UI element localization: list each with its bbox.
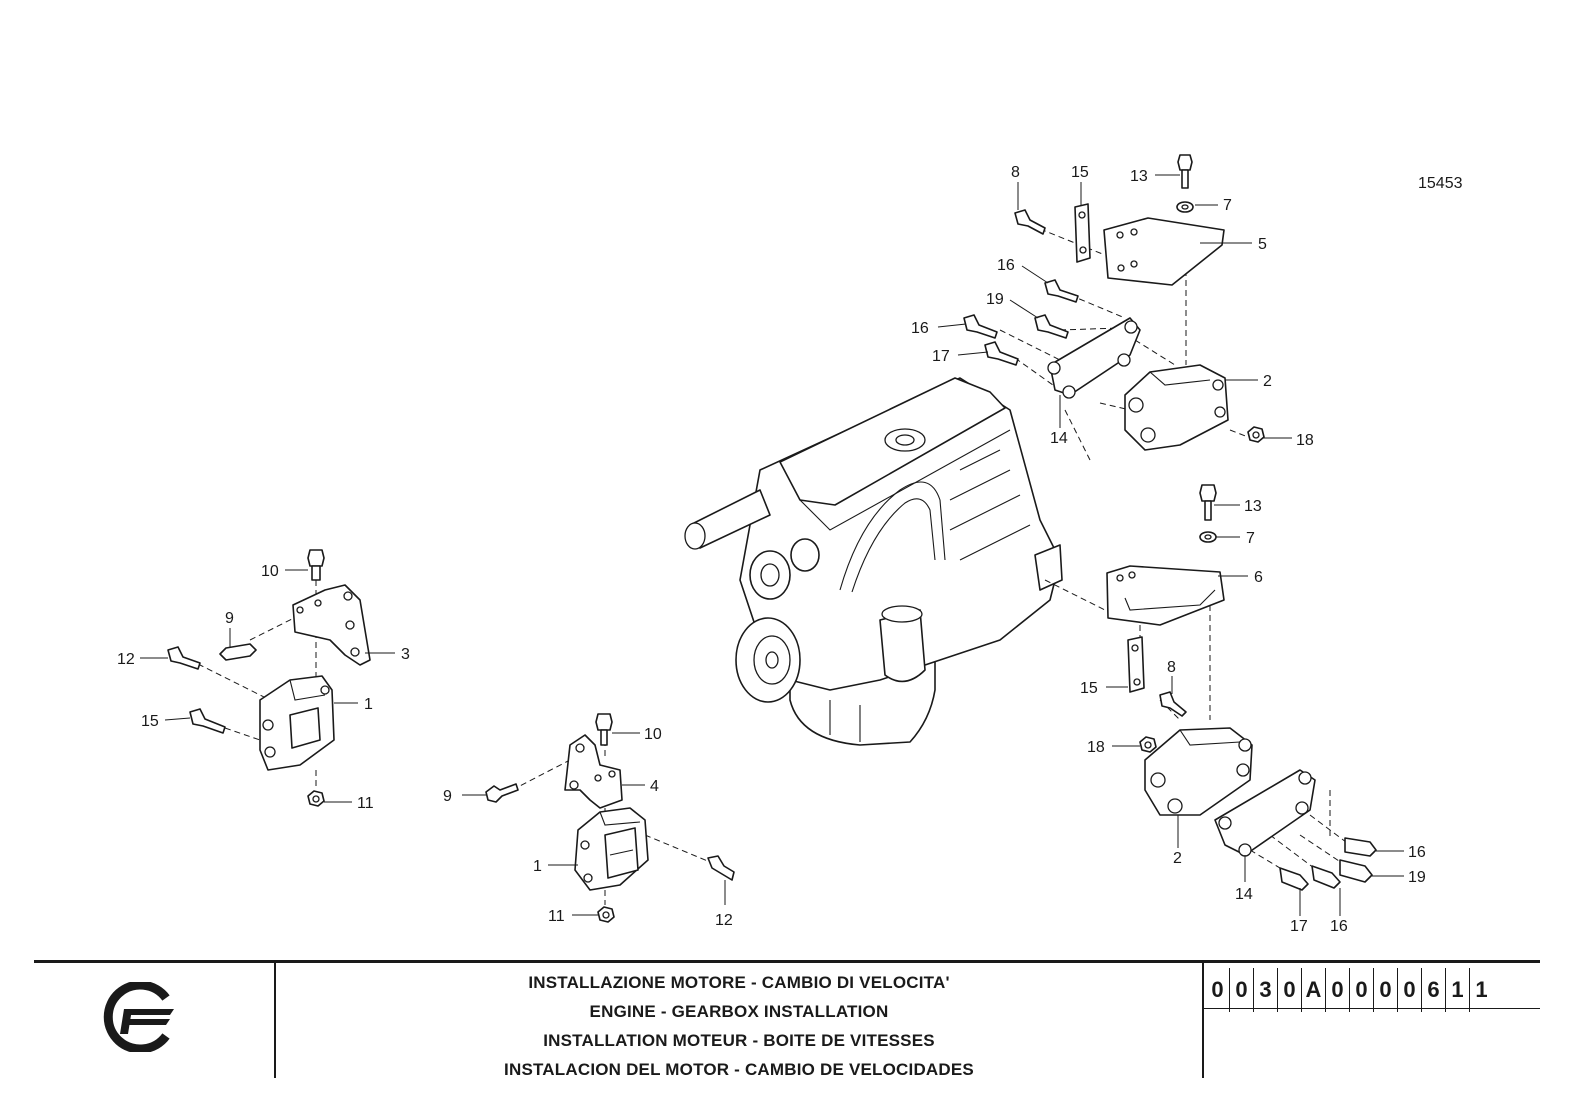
code-char: 0 — [1374, 968, 1398, 1012]
callout-1: 1 — [364, 696, 373, 713]
callout-1: 1 — [533, 858, 542, 875]
code-char: 1 — [1446, 968, 1470, 1012]
callout-15: 15 — [141, 713, 159, 730]
code-underline — [1204, 1008, 1540, 1009]
title-spanish: INSTALACION DEL MOTOR - CAMBIO DE VELOCI… — [504, 1060, 974, 1079]
code-char: 1 — [1475, 977, 1488, 1002]
callout-14: 14 — [1050, 430, 1068, 447]
callout-leaders — [140, 174, 1404, 916]
callout-10: 10 — [261, 563, 279, 580]
callout-17: 17 — [1290, 918, 1308, 935]
center-mount-assembly — [485, 713, 735, 923]
title-block-divider — [274, 960, 276, 1078]
title-english: ENGINE - GEARBOX INSTALLATION — [589, 1002, 889, 1021]
callout-15: 15 — [1080, 680, 1098, 697]
callout-16: 16 — [997, 257, 1015, 274]
code-char: 0 — [1206, 968, 1230, 1012]
drawing-number: 15453 — [1418, 175, 1463, 192]
callout-11: 11 — [357, 795, 374, 812]
callout-16: 16 — [1408, 844, 1426, 861]
part-code: 0 0 3 0 A 0 0 0 0 6 1 1 — [1206, 968, 1493, 1014]
code-char: 0 — [1230, 968, 1254, 1012]
callout-4: 4 — [650, 778, 659, 795]
title-block-divider — [1202, 960, 1204, 1078]
callout-18: 18 — [1296, 432, 1314, 449]
title-block: INSTALLAZIONE MOTORE - CAMBIO DI VELOCIT… — [34, 960, 1540, 1080]
callout-11: 11 — [548, 908, 565, 925]
code-char: 6 — [1422, 968, 1446, 1012]
callout-9: 9 — [443, 788, 452, 805]
callout-16: 16 — [911, 320, 929, 337]
callout-19: 19 — [986, 291, 1004, 308]
title-block-border — [34, 960, 1540, 963]
callout-labels-top: 8 15 13 7 5 16 19 16 17 2 14 18 — [911, 164, 1314, 449]
callout-16: 16 — [1330, 918, 1348, 935]
code-char: 0 — [1350, 968, 1374, 1012]
right-mount-assembly — [1044, 484, 1377, 891]
callout-2: 2 — [1263, 373, 1272, 390]
callout-10: 10 — [644, 726, 662, 743]
callout-8: 8 — [1167, 659, 1176, 676]
code-char: 0 — [1278, 968, 1302, 1012]
callout-12: 12 — [117, 651, 135, 668]
callout-labels-right: 13 7 6 15 8 18 2 14 16 19 17 16 — [1080, 498, 1426, 935]
callout-labels-left: 10 9 3 12 1 15 11 — [117, 563, 410, 812]
callout-8: 8 — [1011, 164, 1020, 181]
code-char: A — [1302, 968, 1326, 1012]
code-char: 3 — [1254, 968, 1278, 1012]
callout-19: 19 — [1408, 869, 1426, 886]
callout-labels-center: 10 4 9 1 11 12 — [443, 726, 733, 929]
callout-6: 6 — [1254, 569, 1263, 586]
code-char: 0 — [1398, 968, 1422, 1012]
callout-2: 2 — [1173, 850, 1182, 867]
title-italian: INSTALLAZIONE MOTORE - CAMBIO DI VELOCIT… — [528, 973, 950, 992]
exploded-parts-diagram: 15 4 5 3 — [117, 154, 1463, 935]
callout-15: 15 — [1071, 164, 1089, 181]
callout-14: 14 — [1235, 886, 1253, 903]
title-list: INSTALLAZIONE MOTORE - CAMBIO DI VELOCIT… — [276, 968, 1202, 1084]
callout-7: 7 — [1246, 530, 1255, 547]
callout-17: 17 — [932, 348, 950, 365]
callout-3: 3 — [401, 646, 410, 663]
callout-7: 7 — [1223, 197, 1232, 214]
callout-13: 13 — [1244, 498, 1262, 515]
code-char: 0 — [1326, 968, 1350, 1012]
brand-logo-icon — [103, 982, 174, 1052]
top-right-mount-assembly — [963, 154, 1265, 461]
title-french: INSTALLATION MOTEUR - BOITE DE VITESSES — [543, 1031, 935, 1050]
engine-illustration — [684, 377, 1063, 746]
callout-12: 12 — [715, 912, 733, 929]
callout-18: 18 — [1087, 739, 1105, 756]
callout-9: 9 — [225, 610, 234, 627]
callout-5: 5 — [1258, 236, 1267, 253]
left-mount-assembly — [167, 549, 371, 807]
callout-13: 13 — [1130, 168, 1148, 185]
